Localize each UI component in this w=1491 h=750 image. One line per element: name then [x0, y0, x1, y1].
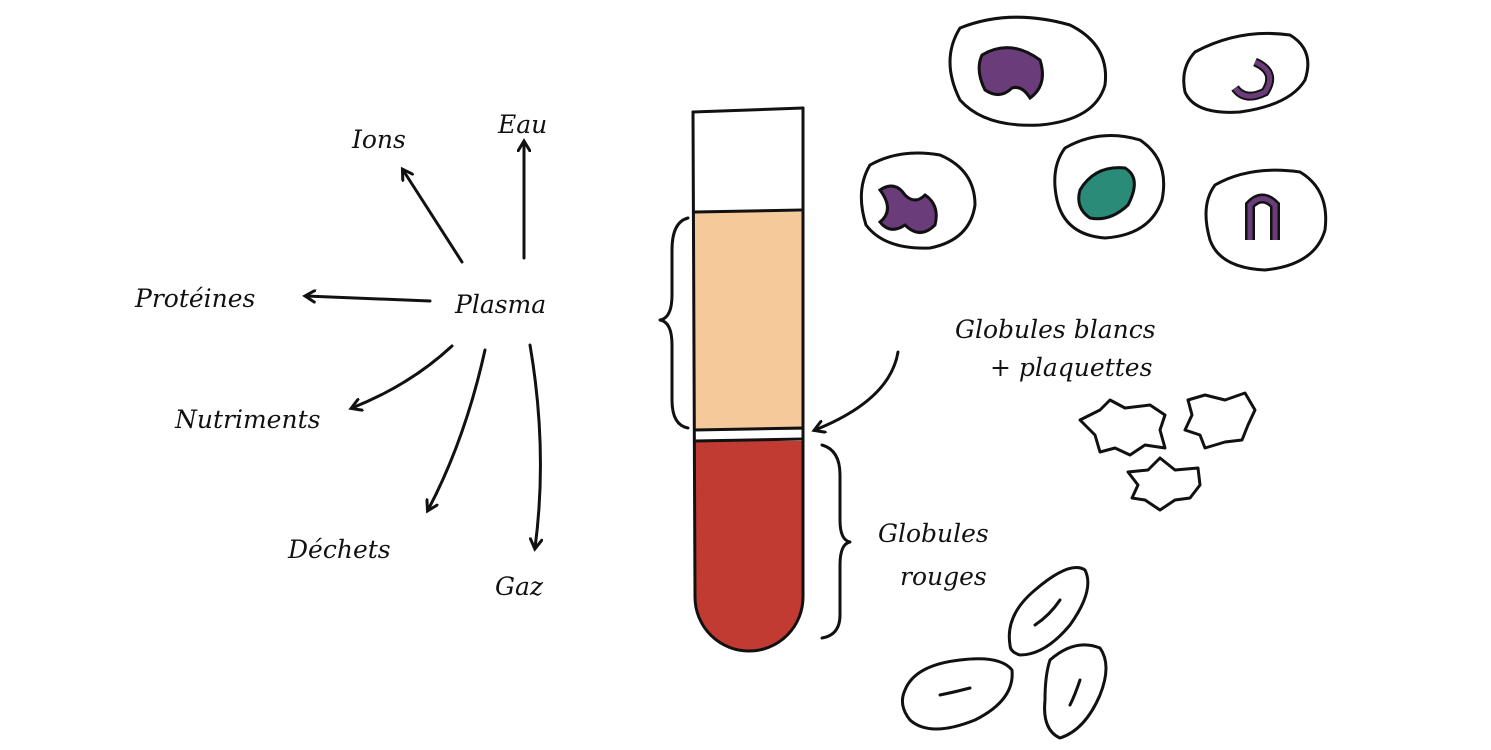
label-gaz: Gaz: [495, 572, 544, 601]
label-globules-rouges-2: rouges: [900, 562, 987, 591]
label-globules-rouges-1: Globules: [878, 519, 989, 548]
plasma-brace: [658, 216, 690, 430]
lymphocyte-cell: [1053, 134, 1166, 240]
platelets: [1078, 391, 1257, 512]
label-proteines: Protéines: [134, 284, 255, 313]
red-blood-cell: [900, 657, 1014, 731]
arrow-nutriments: [352, 344, 454, 408]
label-ions: Ions: [351, 125, 406, 154]
arrow-dechets: [428, 348, 487, 510]
label-dechets: Déchets: [287, 535, 391, 564]
test-tube: [691, 106, 805, 653]
plasma-layer: [695, 212, 803, 430]
platelet: [1126, 456, 1202, 512]
plasma-arrows: [306, 142, 540, 548]
monocyte-cell: [948, 15, 1108, 127]
neutrophil-cell: [1204, 168, 1328, 272]
red-cells-brace: [820, 443, 852, 640]
red-blood-cell: [1043, 643, 1108, 740]
label-plasma: Plasma: [454, 290, 546, 319]
arrow-buffy-coat: [815, 350, 900, 430]
eosinophil-cell: [859, 151, 977, 250]
red-blood-cell: [1007, 566, 1090, 657]
platelet: [1078, 398, 1167, 457]
label-plaquettes: + plaquettes: [990, 353, 1152, 382]
platelet: [1183, 391, 1257, 450]
label-globules-blancs: Globules blancs: [955, 315, 1156, 344]
arrow-proteines: [306, 296, 432, 301]
label-eau: Eau: [497, 110, 547, 139]
basophil-cell: [1182, 31, 1310, 114]
label-nutriments: Nutriments: [174, 405, 320, 434]
arrow-gaz: [528, 343, 540, 548]
white-blood-cells: [859, 15, 1328, 272]
red-cell-layer: [695, 441, 803, 651]
arrow-ions: [403, 170, 464, 264]
red-blood-cells: [900, 566, 1108, 740]
